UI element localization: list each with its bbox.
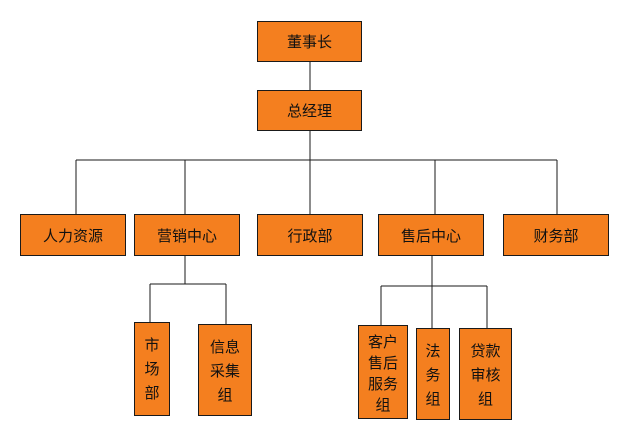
group-info-collection-box: 信息 采集 组 [198,324,252,416]
dept-hr-label: 人力资源 [42,226,103,245]
general-manager-box: 总经理 [257,90,362,131]
dept-admin-label: 行政部 [287,226,333,245]
group-loan-review-label: 贷款 审核 组 [470,342,501,408]
group-info-collection-label: 信息 采集 组 [209,338,240,404]
dept-hr-box: 人力资源 [20,214,126,256]
dept-admin-box: 行政部 [257,214,363,256]
group-legal-box: 法 务 组 [416,328,450,420]
dept-aftersales-box: 售后中心 [378,214,484,256]
group-loan-review-box: 贷款 审核 组 [459,328,512,420]
dept-finance-box: 财务部 [503,214,609,256]
chairman-label: 董事长 [286,33,332,51]
group-customer-service-box: 客户 售后 服务 组 [358,325,408,419]
group-market-box: 市 场 部 [134,322,170,416]
group-legal-label: 法 务 组 [425,342,441,408]
dept-aftersales-label: 售后中心 [400,226,461,245]
dept-marketing-box: 营销中心 [134,214,240,256]
group-market-label: 市 场 部 [144,336,160,402]
chairman-box: 董事长 [257,21,362,62]
dept-finance-label: 财务部 [533,226,579,245]
dept-marketing-label: 营销中心 [156,226,217,245]
general-manager-label: 总经理 [286,102,332,120]
group-customer-service-label: 客户 售后 服务 组 [367,333,398,414]
